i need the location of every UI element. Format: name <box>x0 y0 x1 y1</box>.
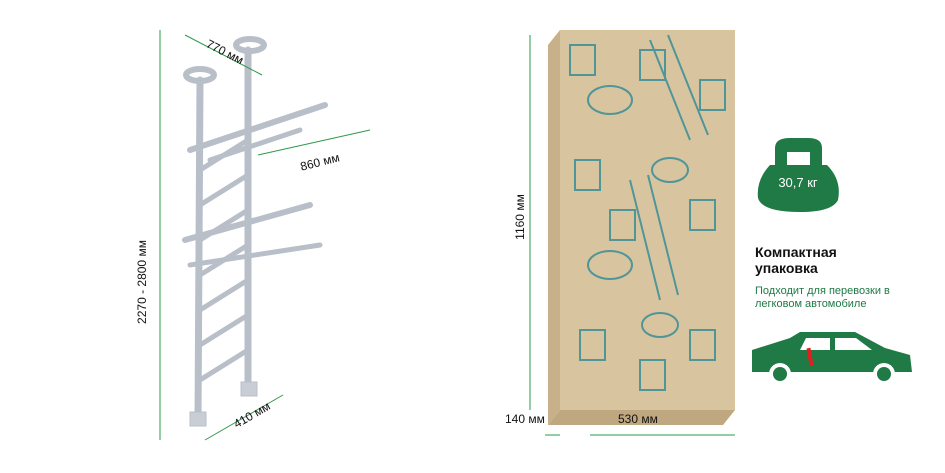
box-width-label: 530 мм <box>618 412 658 426</box>
dimension-lines <box>159 30 735 441</box>
package-box <box>548 30 735 425</box>
car-icon <box>752 332 912 385</box>
ladder-height-label: 2270 - 2800 мм <box>134 240 149 324</box>
info-subtitle: Подходит для перевозки в легковом автомо… <box>755 285 890 310</box>
box-thickness-label: 140 мм <box>505 412 545 426</box>
wall-bars-drawing <box>182 36 328 427</box>
weight-value: 30,7 кг <box>778 175 818 190</box>
info-title: Компактная упаковка <box>755 244 837 276</box>
kettlebell-icon <box>757 138 839 212</box>
box-height-label: 1160 мм <box>512 194 527 240</box>
